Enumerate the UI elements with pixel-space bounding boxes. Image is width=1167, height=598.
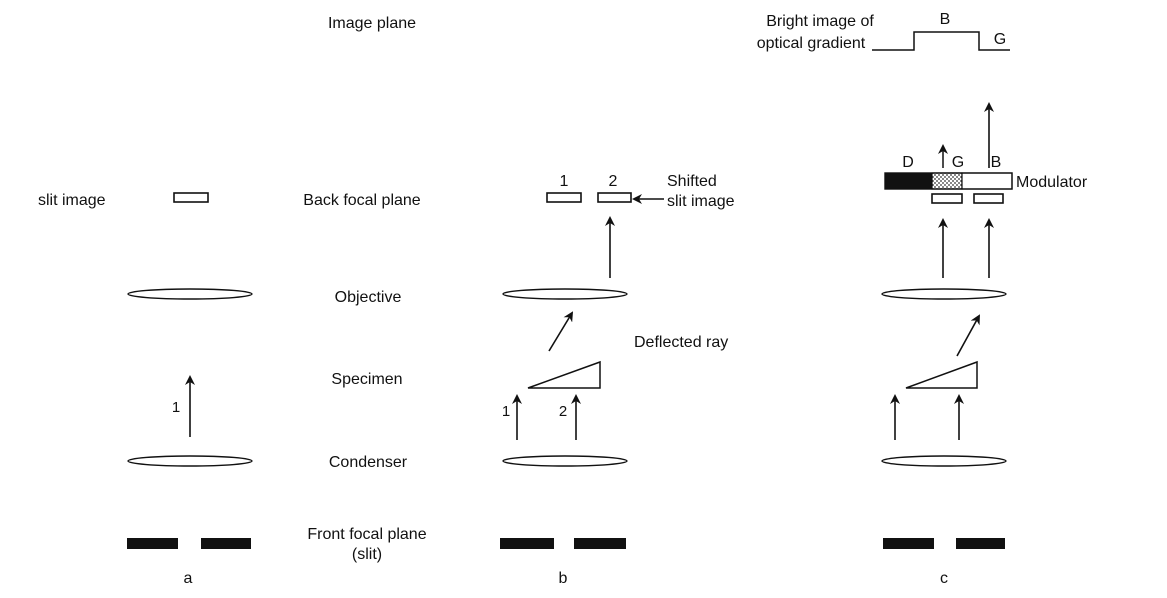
specimen-wedge-b — [527, 360, 601, 389]
slit-bar-a-right — [201, 538, 251, 549]
modulator-gray-zone — [931, 172, 963, 190]
bright-image-label-line1: Bright image of — [766, 13, 874, 30]
slit-label-2-b: 2 — [609, 173, 618, 190]
ray-label-1-b: 1 — [502, 403, 510, 420]
shifted-label-line1: Shifted — [667, 173, 717, 190]
front-focal-plane-sublabel: (slit) — [352, 546, 382, 563]
caption-a: a — [184, 570, 193, 587]
label-B-top: B — [940, 11, 951, 28]
slit-image-2-c — [973, 193, 1004, 204]
slit-image-1-c — [931, 193, 963, 204]
slit-bar-b-left — [500, 538, 554, 549]
caption-c: c — [940, 570, 948, 587]
slit-bar-a-left — [127, 538, 178, 549]
slit-bar-b-right — [574, 538, 626, 549]
slit-image-1-b — [546, 192, 582, 203]
caption-b: b — [559, 570, 568, 587]
panel-a: slit image 1 a — [38, 192, 253, 587]
condenser-label: Condenser — [329, 454, 408, 471]
panel-b: 1 2 Shifted slit image Deflected ray 1 2… — [500, 173, 735, 587]
deflected-ray-label: Deflected ray — [634, 334, 728, 351]
modulator-dark-zone — [885, 173, 932, 189]
objective-label: Objective — [335, 289, 402, 306]
intensity-profile — [872, 31, 1010, 51]
image-plane-label: Image plane — [328, 15, 416, 32]
objective-lens-a — [127, 288, 253, 300]
bright-image-label-line2: optical gradient — [757, 35, 866, 52]
modulator-bright-zone — [961, 172, 1013, 190]
ray-label-a: 1 — [172, 399, 180, 416]
label-D: D — [902, 154, 914, 171]
condenser-lens-c — [881, 455, 1007, 467]
deflected-ray-b — [548, 311, 574, 352]
modulator-outline — [884, 172, 1013, 190]
objective-lens-c — [881, 288, 1007, 300]
slit-image-label: slit image — [38, 192, 106, 209]
front-focal-plane-label: Front focal plane — [307, 526, 426, 543]
slit-bar-c-right — [956, 538, 1005, 549]
specimen-label: Specimen — [331, 371, 402, 388]
slit-label-1-b: 1 — [560, 173, 569, 190]
modulator — [884, 172, 1013, 190]
label-G-top: G — [994, 31, 1006, 48]
label-B: B — [991, 154, 1002, 171]
condenser-lens-b — [502, 455, 628, 467]
objective-lens-b — [502, 288, 628, 300]
slit-image-2-b — [597, 192, 632, 203]
panel-c: Bright image of optical gradient B G D G… — [757, 11, 1088, 587]
back-focal-plane-label: Back focal plane — [303, 192, 421, 209]
modulator-label: Modulator — [1016, 174, 1088, 191]
ray-label-2-b: 2 — [559, 403, 567, 420]
slit-bar-c-left — [883, 538, 934, 549]
deflected-ray-c — [956, 314, 980, 357]
slit-image-a — [173, 192, 209, 203]
label-G: G — [952, 154, 964, 171]
shifted-label-line2: slit image — [667, 193, 735, 210]
condenser-lens-a — [127, 455, 253, 467]
specimen-wedge-c — [905, 360, 978, 389]
